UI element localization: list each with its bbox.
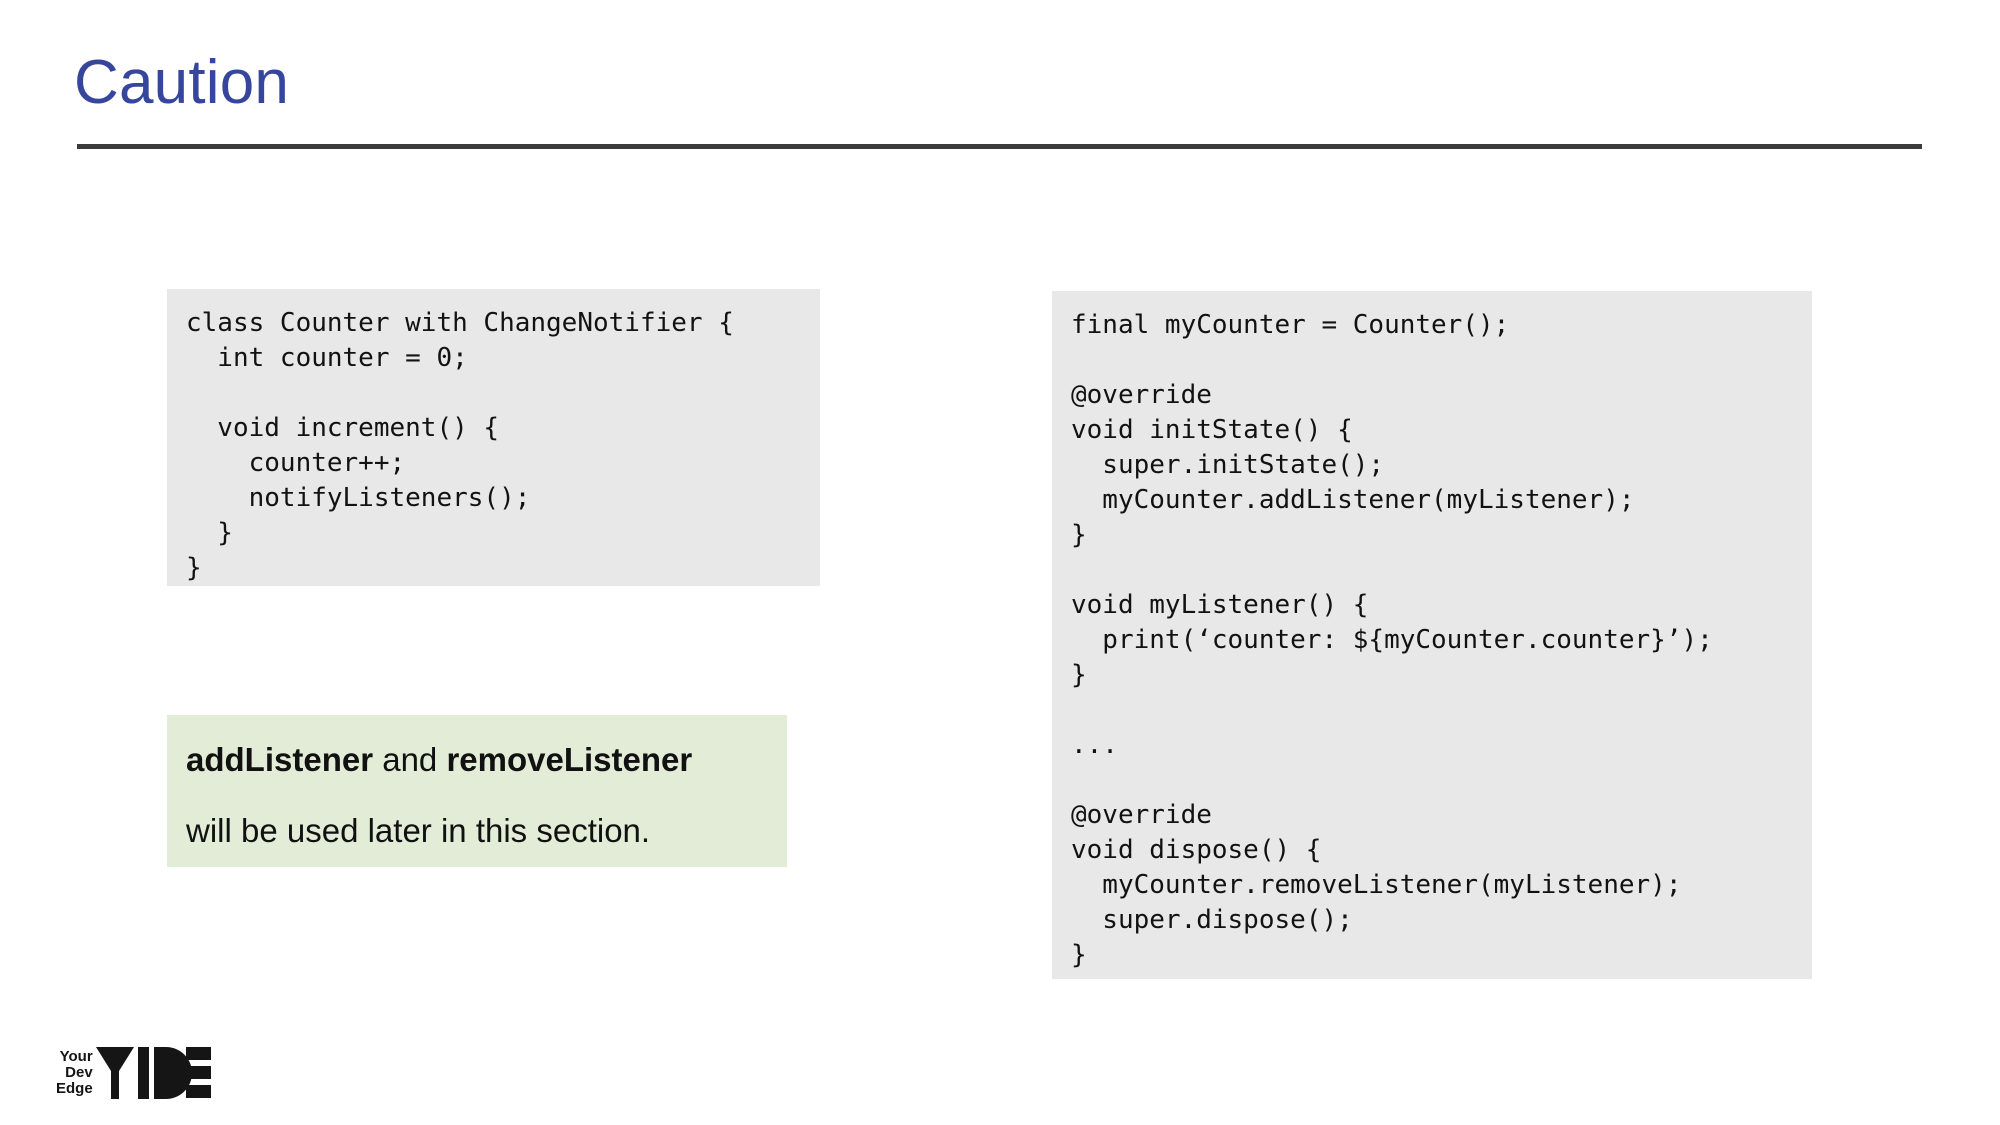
title-divider (77, 144, 1922, 149)
callout-line-2: will be used later in this section. (186, 811, 651, 849)
logo-word-your: Your (59, 1048, 93, 1065)
brand-logo: Your Dev Edge (56, 1044, 228, 1102)
callout-term-addlistener: addListener (186, 741, 374, 778)
code-block-counter-class: class Counter with ChangeNotifier { int … (167, 289, 820, 586)
logo-word-dev: Dev (65, 1064, 93, 1081)
callout-conjunction: and (373, 741, 447, 778)
yide-monogram-icon (95, 1047, 211, 1099)
callout-note: addListener and removeListener will be u… (167, 715, 787, 867)
callout-line-1: addListener and removeListener (186, 741, 767, 779)
logo-word-edge: Edge (56, 1080, 93, 1097)
page-title: Caution (74, 48, 290, 117)
callout-term-removelistener: removeListener (446, 741, 693, 778)
logo-wordmark: Your Dev Edge (56, 1049, 93, 1097)
code-block-listener-lifecycle: final myCounter = Counter(); @override v… (1052, 291, 1812, 979)
